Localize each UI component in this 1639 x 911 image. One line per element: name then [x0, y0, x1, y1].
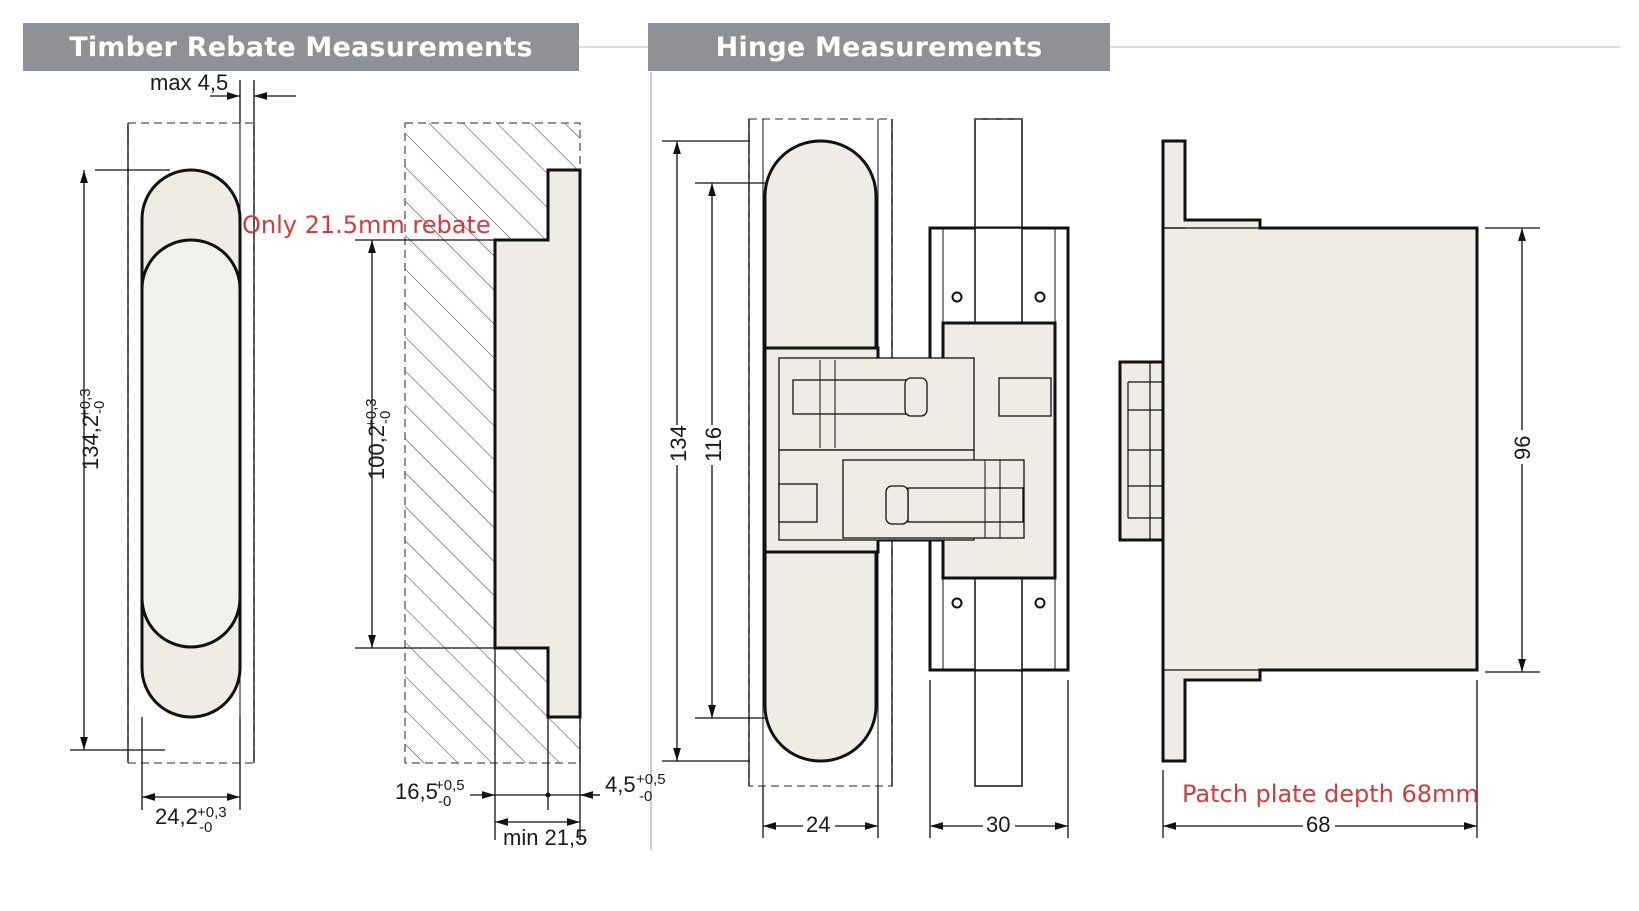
depth-b-label: 4,5 +0,5 -0	[605, 771, 666, 805]
rebate-front-dimensions	[70, 80, 296, 810]
timber-rebate-header: Timber Rebate Measurements	[23, 23, 579, 71]
min-depth-label: min 21,5	[503, 825, 587, 850]
hinge-side-view	[1118, 139, 1479, 763]
rebate-height-label: 134,2 +0,3 -0	[77, 388, 108, 470]
depth-a-tol-minus: -0	[438, 793, 451, 810]
plate-height-label: 96	[1510, 436, 1535, 460]
depth-b-tol-minus: -0	[639, 788, 652, 805]
depth-b-value: 4,5	[605, 772, 636, 797]
rebate-width-tol-minus: -0	[199, 819, 212, 836]
rebate-width-value: 24,2	[155, 804, 198, 829]
depth-a-value: 16,5	[395, 779, 438, 804]
rebate-height-tol-plus: +0,3	[77, 388, 94, 418]
patch-plate-note: Patch plate depth 68mm	[1182, 780, 1479, 808]
rebate-height-value: 134,2	[78, 415, 103, 470]
body-height-label: 116	[701, 427, 726, 462]
depth-a-tol-plus: +0,5	[435, 777, 465, 794]
inner-height-tol-minus: -0	[377, 411, 394, 424]
inner-height-tol-plus: +0,3	[363, 398, 380, 428]
hinge-measurements-header: Hinge Measurements	[648, 23, 1110, 71]
depth-b-tol-plus: +0,5	[636, 771, 666, 788]
rebate-front-view	[127, 122, 255, 764]
inner-height-label: 100,2 +0,3 -0	[363, 398, 394, 480]
hinge-front-view	[748, 118, 1070, 787]
arm-width-label: 30	[986, 812, 1010, 837]
max-offset-label: max 4,5	[150, 70, 228, 95]
inner-height-value: 100,2	[364, 425, 389, 480]
body-width-label: 24	[806, 812, 830, 837]
plate-depth-label: 68	[1306, 812, 1330, 837]
rebate-section-dimensions	[355, 239, 600, 840]
depth-a-label: 16,5 +0,5 -0	[395, 777, 465, 810]
rebate-width-label: 24,2 +0,3 -0	[155, 804, 227, 836]
rebate-width-tol-plus: +0,3	[197, 804, 227, 821]
overall-height-label: 134	[666, 425, 691, 462]
rebate-section-view	[404, 122, 582, 764]
rebate-height-tol-minus: -0	[91, 401, 108, 414]
rebate-note: Only 21.5mm rebate	[242, 211, 491, 239]
